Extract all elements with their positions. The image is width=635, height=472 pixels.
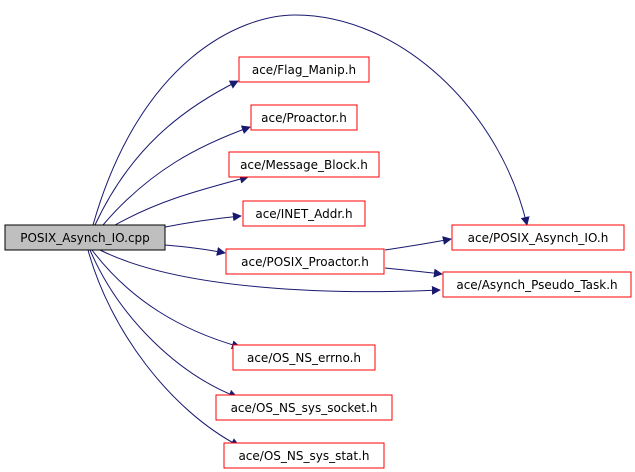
node-os-ns-sys-stat-label: ace/OS_NS_sys_stat.h: [238, 449, 369, 463]
edge-root-to-errno: [91, 249, 241, 350]
edges: [87, 14, 530, 447]
node-message-block[interactable]: ace/Message_Block.h: [228, 151, 380, 178]
node-asynch-pseudo-task[interactable]: ace/Asynch_Pseudo_Task.h: [442, 271, 632, 298]
node-posix-asynch-io-label: ace/POSIX_Asynch_IO.h: [468, 231, 609, 245]
node-flag-manip[interactable]: ace/Flag_Manip.h: [238, 56, 370, 83]
node-message-block-box: [228, 151, 380, 178]
edge-root-to-sys-socket: [89, 249, 238, 399]
node-os-ns-errno-label: ace/OS_NS_errno.h: [247, 351, 361, 365]
node-flag-manip-box: [238, 56, 370, 83]
node-posix-asynch-io-box: [451, 224, 625, 251]
node-os-ns-sys-socket-box: [215, 394, 393, 421]
edge-root-to-sys-stat: [87, 249, 240, 447]
edge-root-to-proactor: [102, 125, 251, 226]
node-message-block-label: ace/Message_Block.h: [240, 158, 368, 172]
node-posix-asynch-io[interactable]: ace/POSIX_Asynch_IO.h: [451, 224, 625, 251]
edge-root-to-message-block: [114, 174, 249, 226]
node-os-ns-sys-stat-box: [223, 442, 385, 469]
node-asynch-pseudo-task-label: ace/Asynch_Pseudo_Task.h: [456, 278, 617, 292]
node-posix-proactor[interactable]: ace/POSIX_Proactor.h: [225, 248, 385, 275]
node-os-ns-errno-box: [232, 344, 376, 371]
node-proactor-box: [250, 104, 358, 131]
edge-root-to-pseudo-task: [99, 249, 441, 295]
node-root[interactable]: POSIX_Asynch_IO.cpp: [4, 224, 166, 251]
node-posix-proactor-box: [225, 248, 385, 275]
node-root-label: POSIX_Asynch_IO.cpp: [20, 231, 150, 245]
node-flag-manip-label: ace/Flag_Manip.h: [252, 63, 356, 77]
edge-root-to-flag-manip: [94, 80, 239, 226]
edge-root-to-inet-addr: [159, 212, 242, 229]
edge-root-to-asynch-io-curve: [92, 14, 530, 226]
node-asynch-pseudo-task-box: [442, 271, 632, 298]
node-proactor[interactable]: ace/Proactor.h: [250, 104, 358, 131]
edge-root-to-posix-proactor: [164, 244, 226, 256]
node-inet-addr-box: [242, 200, 366, 227]
node-root-box: [4, 224, 166, 251]
node-os-ns-sys-stat[interactable]: ace/OS_NS_sys_stat.h: [223, 442, 385, 469]
edge-posix-proactor-to-pseudo-task: [384, 267, 443, 278]
edge-posix-proactor-to-asynch-io: [384, 236, 452, 251]
node-posix-proactor-label: ace/POSIX_Proactor.h: [241, 255, 369, 269]
node-os-ns-errno[interactable]: ace/OS_NS_errno.h: [232, 344, 376, 371]
node-os-ns-sys-socket[interactable]: ace/OS_NS_sys_socket.h: [215, 394, 393, 421]
node-inet-addr-label: ace/INET_Addr.h: [255, 207, 352, 221]
node-inet-addr[interactable]: ace/INET_Addr.h: [242, 200, 366, 227]
node-proactor-label: ace/Proactor.h: [261, 111, 347, 125]
node-os-ns-sys-socket-label: ace/OS_NS_sys_socket.h: [231, 401, 378, 415]
